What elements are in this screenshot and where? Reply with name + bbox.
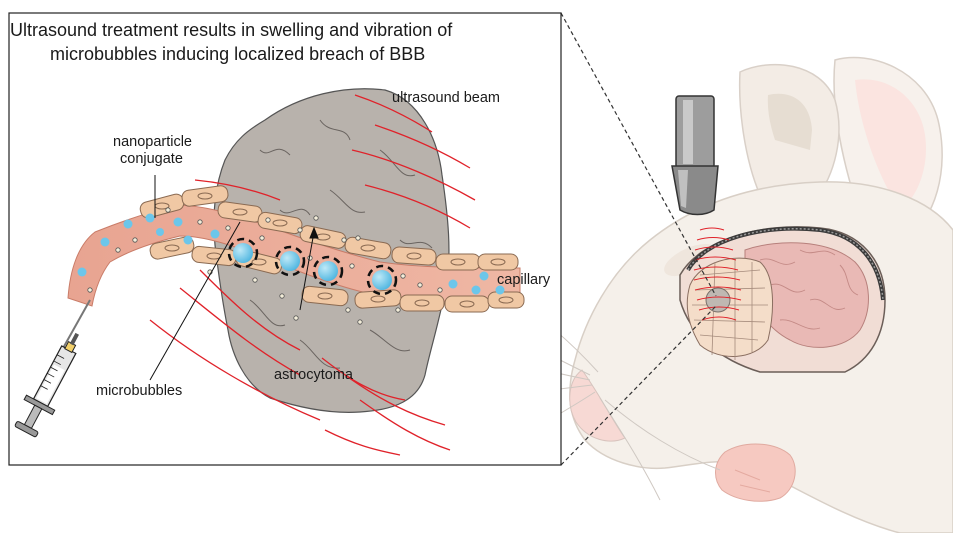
label-astrocytoma: astrocytoma (274, 367, 354, 383)
label-nanoparticle-line2: conjugate (120, 151, 183, 167)
mouse-paw (716, 444, 796, 501)
label-capillary: capillary (497, 272, 551, 288)
brain-tumor-target (706, 288, 730, 312)
title-line-2: microbubbles inducing localized breach o… (50, 44, 425, 64)
title-line-1: Ultrasound treatment results in swelling… (10, 20, 453, 40)
ultrasound-transducer (672, 96, 718, 215)
label-ultrasound-beam: ultrasound beam (392, 90, 500, 106)
brain-cutaway (680, 227, 885, 372)
label-nanoparticle-line1: nanoparticle (113, 134, 192, 150)
label-microbubbles: microbubbles (96, 383, 182, 399)
